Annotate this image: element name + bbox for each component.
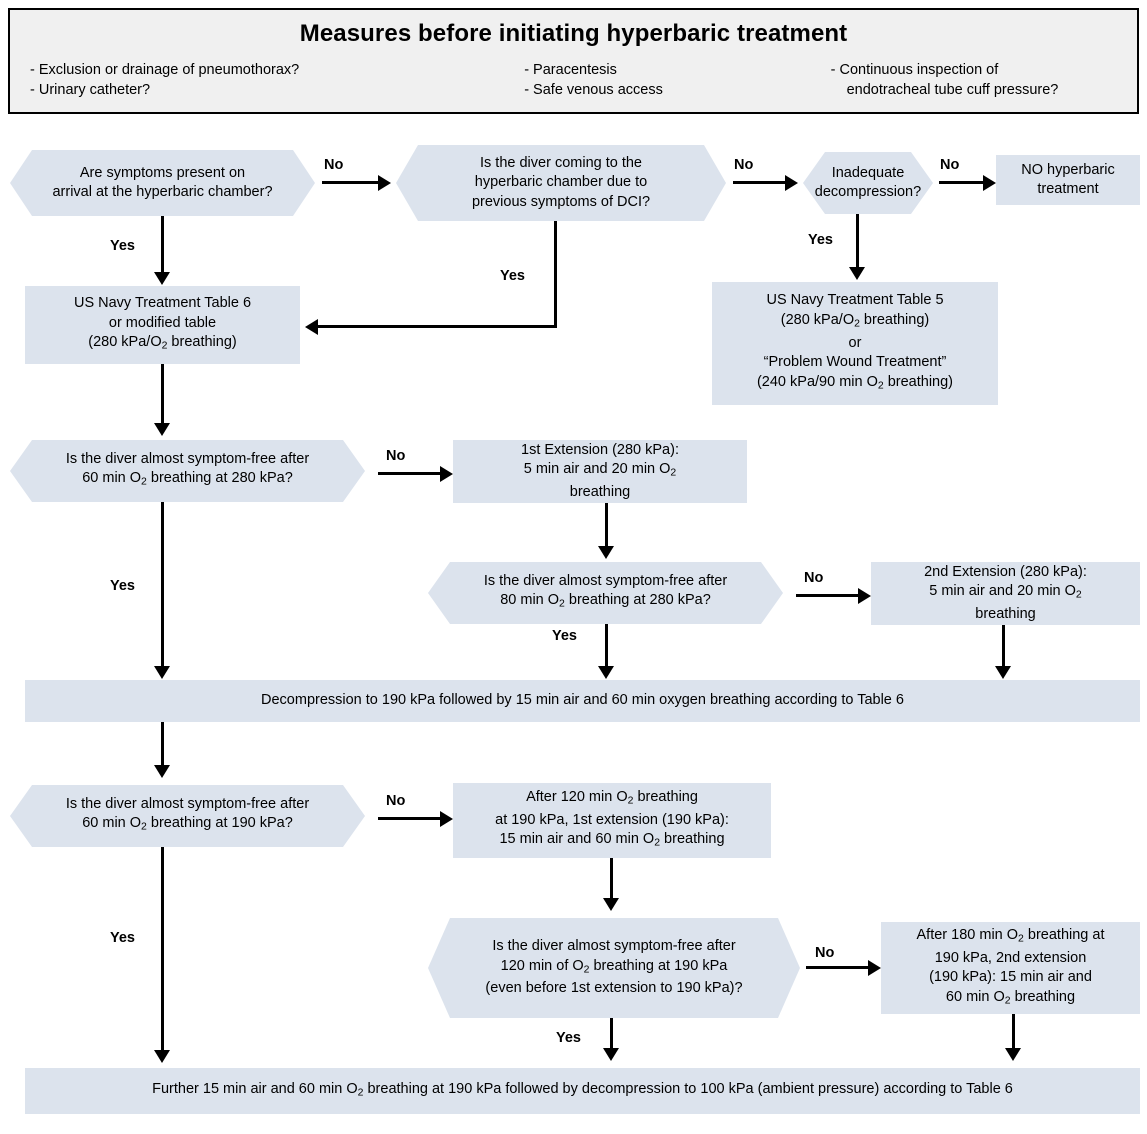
page-title: Measures before initiating hyperbaric tr… — [299, 20, 848, 47]
arrow-down-icon — [1005, 1048, 1021, 1061]
process-us-navy-table-5: US Navy Treatment Table 5(280 kPa/O2 bre… — [712, 282, 998, 405]
connector-h — [378, 817, 440, 820]
process-1st-extension-280kpa: 1st Extension (280 kPa):5 min air and 20… — [453, 440, 747, 503]
connector-h — [318, 325, 557, 328]
process-final-decompression: Further 15 min air and 60 min O2 breathi… — [25, 1068, 1140, 1114]
process-decompression-to-190kpa: Decompression to 190 kPa followed by 15 … — [25, 680, 1140, 722]
terminal-no-hyperbaric-treatment: NO hyperbaric treatment — [996, 155, 1140, 205]
arrow-right-icon — [440, 466, 453, 482]
edge-label-no-1: No — [324, 157, 344, 173]
connector-v — [605, 503, 608, 550]
connector-v — [554, 221, 557, 328]
connector-h — [806, 966, 868, 969]
arrow-down-icon — [603, 1048, 619, 1061]
connector-v — [610, 1018, 613, 1052]
edge-label-yes-6: Yes — [110, 930, 135, 946]
arrow-down-icon — [154, 666, 170, 679]
node-label: Further 15 min air and 60 min O2 breathi… — [152, 1080, 1013, 1098]
node-label: 2nd Extension (280 kPa):5 min air and 20… — [924, 563, 1087, 622]
connector-v — [161, 216, 164, 276]
edge-label-yes-7: Yes — [556, 1030, 581, 1046]
arrow-right-icon — [785, 175, 798, 191]
edge-label-no-4: No — [386, 448, 406, 464]
arrow-left-icon — [305, 319, 318, 335]
arrow-right-icon — [858, 588, 871, 604]
arrow-down-icon — [154, 1050, 170, 1063]
arrow-down-icon — [598, 666, 614, 679]
edge-label-no-6: No — [386, 793, 406, 809]
edge-label-no-7: No — [815, 945, 835, 961]
node-label: NO hyperbaric treatment — [1021, 161, 1115, 198]
connector-v — [610, 858, 613, 902]
header-column-3: - Continuous inspection of endotracheal … — [831, 60, 1137, 100]
header-item: - Safe venous access — [524, 82, 663, 98]
arrow-right-icon — [440, 811, 453, 827]
arrow-down-icon — [154, 423, 170, 436]
edge-label-yes-4: Yes — [110, 578, 135, 594]
edge-label-no-5: No — [804, 570, 824, 586]
connector-h — [796, 594, 858, 597]
arrow-down-icon — [598, 546, 614, 559]
arrow-down-icon — [603, 898, 619, 911]
connector-v — [161, 847, 164, 1052]
arrow-down-icon — [849, 267, 865, 280]
connector-v — [605, 624, 608, 670]
header-column-2: - Paracentesis - Safe venous access — [524, 60, 830, 100]
header-item: - Continuous inspection of — [830, 62, 999, 78]
connector-h — [733, 181, 785, 184]
header-column-1: - Exclusion or drainage of pneumothorax?… — [10, 60, 524, 100]
edge-label-no-3: No — [940, 157, 960, 173]
node-label: Decompression to 190 kPa followed by 15 … — [261, 692, 904, 709]
edge-label-yes-3: Yes — [808, 232, 833, 248]
connector-v — [856, 214, 859, 271]
edge-label-no-2: No — [734, 157, 754, 173]
header-item: - Urinary catheter? — [30, 82, 151, 98]
connector-v — [1002, 625, 1005, 670]
arrow-right-icon — [378, 175, 391, 191]
process-2nd-extension-280kpa: 2nd Extension (280 kPa):5 min air and 20… — [871, 562, 1140, 625]
edge-label-yes-5: Yes — [552, 628, 577, 644]
node-label: US Navy Treatment Table 5(280 kPa/O2 bre… — [756, 292, 954, 392]
connector-v — [161, 364, 164, 427]
edge-label-yes-1: Yes — [110, 238, 135, 254]
arrow-down-icon — [154, 272, 170, 285]
node-label: 1st Extension (280 kPa):5 min air and 20… — [521, 441, 679, 500]
connector-h — [939, 181, 983, 184]
connector-h — [322, 181, 378, 184]
arrow-down-icon — [995, 666, 1011, 679]
edge-label-yes-2: Yes — [500, 268, 525, 284]
connector-v — [161, 722, 164, 769]
arrow-down-icon — [154, 765, 170, 778]
header-item: - Paracentesis — [524, 62, 617, 78]
header-columns: - Exclusion or drainage of pneumothorax?… — [10, 60, 1137, 100]
arrow-right-icon — [983, 175, 996, 191]
arrow-right-icon — [868, 960, 881, 976]
header-item: endotracheal tube cuff pressure? — [846, 82, 1059, 98]
connector-h — [378, 472, 440, 475]
header-item: - Exclusion or drainage of pneumothorax? — [30, 62, 300, 78]
header-panel: Measures before initiating hyperbaric tr… — [8, 8, 1139, 114]
connector-v — [161, 502, 164, 670]
connector-v — [1012, 1014, 1015, 1052]
